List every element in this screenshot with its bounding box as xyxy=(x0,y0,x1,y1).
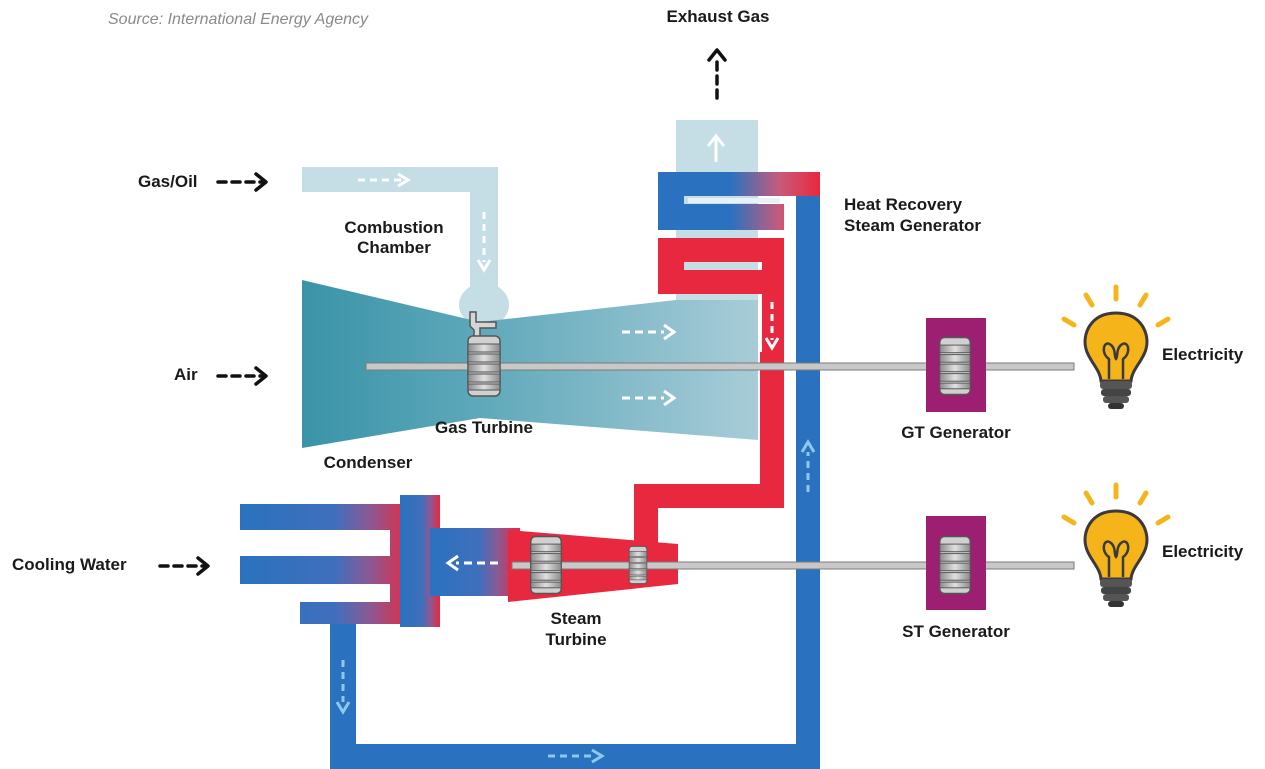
turbine-flow-arrows xyxy=(622,323,677,407)
fuel-flow-arrows xyxy=(358,178,486,262)
st-shaft xyxy=(511,561,1075,570)
gas-turbine-label: Gas Turbine xyxy=(435,418,533,437)
steam-flow-arrow-hrsg xyxy=(764,302,780,351)
fuel-pipe xyxy=(302,167,498,290)
lightbulb-icon xyxy=(1064,485,1168,607)
gt-generator-gear-icon xyxy=(939,336,971,396)
steam-turbine-rotor-large xyxy=(530,535,562,595)
air-label: Air xyxy=(174,365,198,384)
steam-turbine-label-2: Turbine xyxy=(545,630,606,649)
hrsg-label-2: Steam Generator xyxy=(844,216,981,235)
hrsg-coil-top xyxy=(658,172,820,230)
steam-turbine-rotor-small xyxy=(628,545,648,585)
gt-generator-label: GT Generator xyxy=(901,423,1011,442)
lightbulb-icon xyxy=(1064,287,1168,409)
combustion-chamber-label-1: Combustion xyxy=(344,218,443,237)
gt-shaft xyxy=(365,362,1075,371)
st-generator-label: ST Generator xyxy=(902,622,1010,641)
gas-turbine-rotor xyxy=(467,335,501,397)
electricity-label-2: Electricity xyxy=(1162,542,1244,561)
st-generator-gear-icon xyxy=(939,535,971,595)
feedwater-flow-arrows xyxy=(335,439,816,764)
gas-oil-label: Gas/Oil xyxy=(138,172,198,191)
hrsg-coil-red xyxy=(658,238,784,352)
steam-turbine-label-1: Steam xyxy=(550,609,601,628)
feedwater-loop xyxy=(330,172,820,769)
steam-line xyxy=(634,352,784,560)
cooling-water-label: Cooling Water xyxy=(12,555,127,574)
condenser-label: Condenser xyxy=(324,453,413,472)
condenser-flow-arrow xyxy=(445,554,498,572)
condenser-coil xyxy=(240,504,412,624)
source-credit: Source: International Energy Agency xyxy=(108,11,369,28)
hrsg-label-1: Heat Recovery xyxy=(844,195,963,214)
exhaust-gas-label: Exhaust Gas xyxy=(667,7,770,26)
exhaust-flow-arrow xyxy=(706,133,726,162)
electricity-label-1: Electricity xyxy=(1162,345,1244,364)
combustion-chamber-label-2: Chamber xyxy=(357,238,431,257)
input-arrows xyxy=(158,48,727,576)
